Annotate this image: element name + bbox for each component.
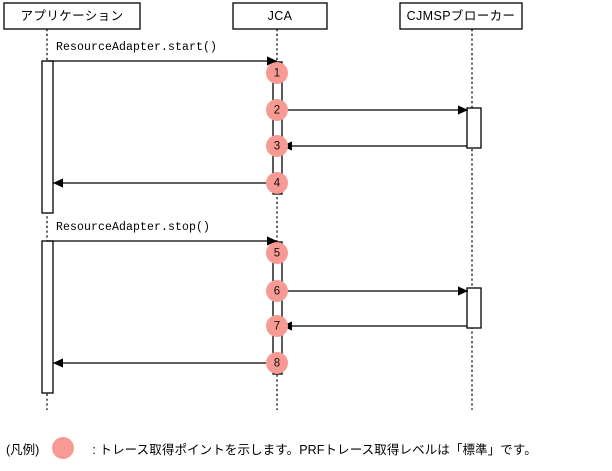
trace-point-number-5: 5 <box>274 248 280 260</box>
trace-point-5: 5 <box>266 242 288 264</box>
activations-group <box>41 60 482 394</box>
participant-jca: JCA <box>232 2 328 30</box>
trace-point-2: 2 <box>266 99 288 121</box>
trace-point-7: 7 <box>266 315 288 337</box>
legend-prefix-label: (凡例) <box>6 442 40 457</box>
trace-point-number-3: 3 <box>274 141 280 153</box>
trace-point-circle-4 <box>266 172 288 194</box>
participant-cjmsp-broker: CJMSPブローカー <box>399 2 523 30</box>
message-arrowhead-msg-jca-to-broker-stop <box>458 286 468 296</box>
activation-bar-broker-activation-start <box>466 107 482 149</box>
trace-point-circle-2 <box>266 99 288 121</box>
participant-box-jca <box>232 2 328 30</box>
message-msg-resourceadapter-start: ResourceAdapter.start() <box>47 41 277 66</box>
message-arrowhead-msg-resourceadapter-stop <box>267 236 277 246</box>
trace-point-number-4: 4 <box>274 178 281 190</box>
message-label-msg-resourceadapter-stop: ResourceAdapter.stop() <box>56 221 210 234</box>
trace-point-number-6: 6 <box>274 286 280 298</box>
message-arrowhead-msg-resourceadapter-start <box>267 56 277 66</box>
participant-box-application <box>3 2 141 30</box>
message-label-msg-resourceadapter-start: ResourceAdapter.start() <box>56 41 217 54</box>
participant-application: アプリケーション <box>3 2 141 30</box>
legend: (凡例) : トレース取得ポイントを示します。PRFトレース取得レベルは「標準」… <box>0 430 612 466</box>
activation-bar-jca-activation-stop <box>272 241 283 375</box>
activation-bar-app-activation-stop <box>41 240 54 394</box>
message-arrowhead-msg-jca-to-app-stop <box>53 358 63 368</box>
trace-point-circle-6 <box>266 280 288 302</box>
trace-point-8: 8 <box>266 352 288 374</box>
trace-points-group: 1 2 3 4 5 6 7 8 <box>266 62 288 374</box>
messages-group: ResourceAdapter.start() ResourceAdapter.s… <box>47 41 468 368</box>
activation-bar-app-activation-start <box>41 60 54 214</box>
message-msg-jca-to-broker-stop <box>282 286 468 296</box>
trace-point-circle-1 <box>266 62 288 84</box>
message-msg-jca-to-app-stop <box>53 358 273 368</box>
trace-point-6: 6 <box>266 280 288 302</box>
participant-label-jca: JCA <box>268 9 293 23</box>
trace-point-4: 4 <box>266 172 288 194</box>
participant-label-cjmsp-broker: CJMSPブローカー <box>407 8 516 23</box>
trace-point-number-1: 1 <box>274 68 280 80</box>
message-arrowhead-msg-jca-to-app-start <box>53 178 63 188</box>
lifelines-group <box>46 29 473 410</box>
message-msg-jca-to-broker-start <box>282 105 468 115</box>
message-arrowhead-msg-jca-to-broker-start <box>458 105 468 115</box>
trace-point-1: 1 <box>266 62 288 84</box>
participant-box-cjmsp-broker <box>399 2 523 30</box>
trace-point-number-2: 2 <box>274 105 280 117</box>
activation-bar-jca-activation-start <box>272 61 283 195</box>
message-msg-broker-to-jca-start <box>282 141 467 151</box>
trace-point-3: 3 <box>266 135 288 157</box>
trace-point-number-7: 7 <box>274 321 280 333</box>
message-msg-jca-to-app-start <box>53 178 273 188</box>
legend-description-label: : トレース取得ポイントを示します。PRFトレース取得レベルは「標準」です。 <box>92 442 537 457</box>
activation-bar-broker-activation-stop <box>466 287 482 329</box>
participants-group: アプリケーション JCA CJMSPブローカー <box>3 2 523 30</box>
participant-label-application: アプリケーション <box>21 9 124 23</box>
trace-point-number-8: 8 <box>274 358 280 370</box>
message-msg-broker-to-jca-stop <box>282 321 467 331</box>
trace-point-circle-8 <box>266 352 288 374</box>
trace-point-circle-7 <box>266 315 288 337</box>
trace-point-circle-5 <box>266 242 288 264</box>
message-msg-resourceadapter-stop: ResourceAdapter.stop() <box>47 221 277 246</box>
trace-point-legend-icon <box>52 437 75 459</box>
trace-point-circle-3 <box>266 135 288 157</box>
